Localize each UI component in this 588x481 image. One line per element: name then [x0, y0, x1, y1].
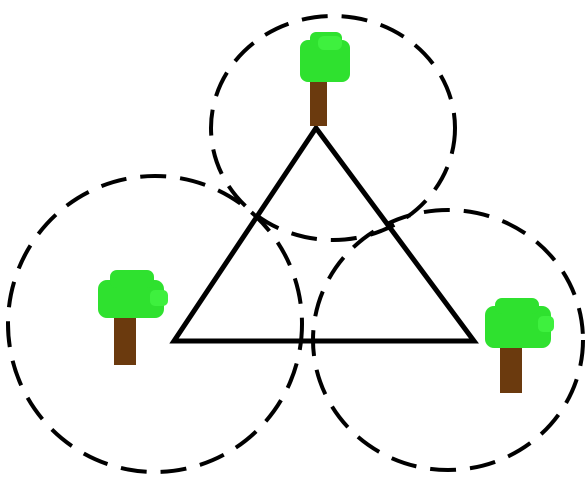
tree-foliage: [98, 270, 168, 318]
tree-left: [98, 270, 168, 365]
tree-trunk: [500, 342, 522, 393]
triangle: [174, 128, 474, 341]
circle-left: [8, 176, 302, 472]
tree-top: [300, 32, 350, 126]
tree-foliage: [300, 32, 350, 82]
tree-right: [485, 298, 554, 393]
tree-foliage: [485, 298, 554, 348]
dashed-circles: [8, 16, 583, 472]
tree-trunk: [310, 76, 327, 126]
tree-trunk: [114, 315, 136, 365]
